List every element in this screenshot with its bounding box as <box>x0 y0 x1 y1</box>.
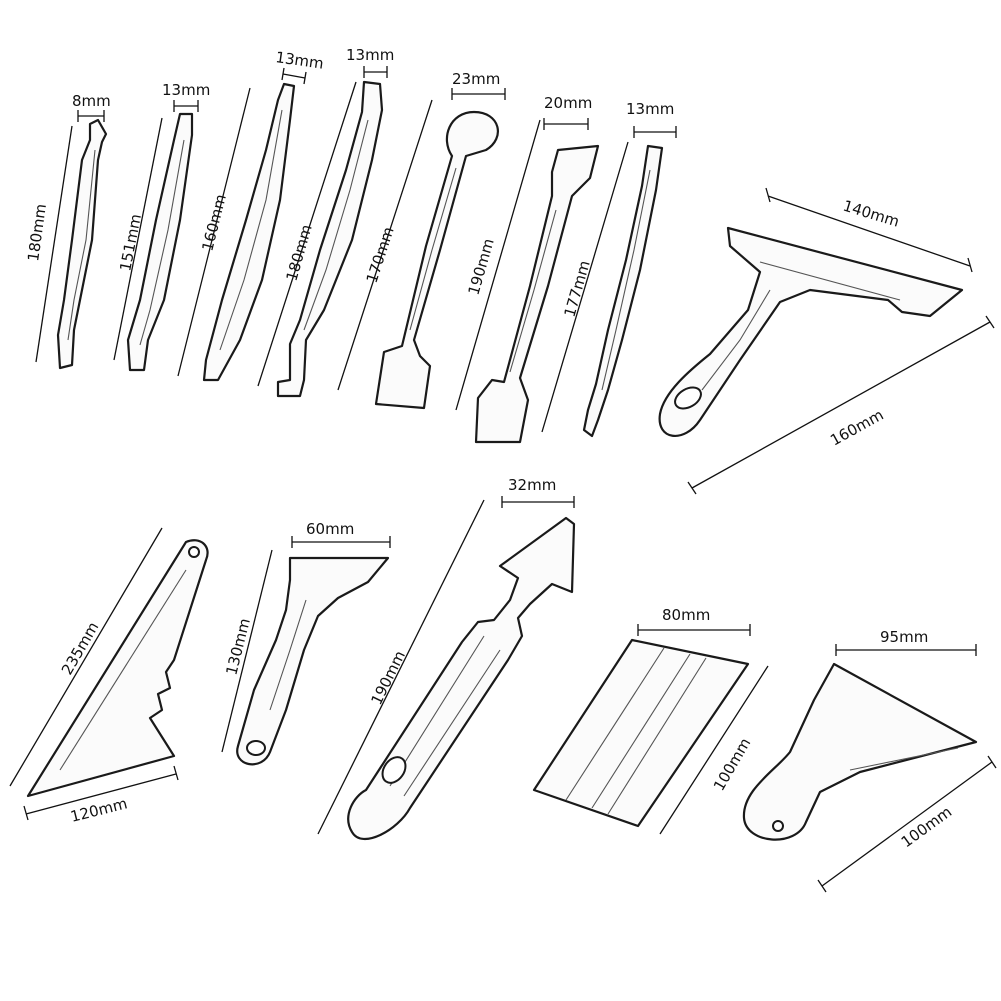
tool-11-width-dimension: 32mm <box>501 476 575 508</box>
tool-2-width-dimension: 13mm <box>162 81 210 112</box>
tool-1-width-label: 8mm <box>72 92 111 110</box>
tool-7-length-label: 177mm <box>561 259 594 320</box>
tool-5-width-label: 23mm <box>452 70 500 88</box>
tool-13-fan-squeegee: 95mm 100mm <box>742 628 997 893</box>
tool-10-width-dimension: 60mm <box>291 520 391 548</box>
tool-4-length-label: 180mm <box>283 223 316 284</box>
tool-9-width-label: 120mm <box>69 794 129 825</box>
tool-10-length-label: 130mm <box>222 616 253 676</box>
tool-5-length-dimension: 170mm <box>337 99 433 391</box>
tool-10-paddle-squeegee: 60mm 130mm <box>221 520 391 766</box>
tool-6-length-dimension: 190mm <box>455 119 541 411</box>
tool-12-width-label: 80mm <box>662 606 710 624</box>
tool-4-width-dimension: 13mm <box>346 46 394 78</box>
tool-13-width-label: 95mm <box>880 628 928 646</box>
tool-1-width-dimension: 8mm <box>72 92 111 122</box>
tool-12-width-dimension: 80mm <box>637 606 751 636</box>
tool-11-length-label: 190mm <box>367 648 409 708</box>
tool-10-hang-hole <box>246 740 266 756</box>
tool-11-width-label: 32mm <box>508 476 556 494</box>
tool-8-length-label: 160mm <box>827 406 886 450</box>
tool-10-width-label: 60mm <box>306 520 354 538</box>
tool-1-pry-stick: 8mm 180mm <box>24 92 111 370</box>
tool-8-width-label: 140mm <box>841 197 902 231</box>
tool-3-length-label: 160mm <box>198 192 229 252</box>
tool-12-length-label: 100mm <box>710 735 755 794</box>
tool-7-width-dimension: 13mm <box>626 100 677 138</box>
tool-5-width-dimension: 23mm <box>451 70 506 100</box>
tool-6-width-dimension: 20mm <box>543 94 592 130</box>
tool-9-triangle-squeegee: 235mm 120mm <box>9 527 209 826</box>
tool-13-hang-hole <box>772 820 784 832</box>
tool-5-length-label: 170mm <box>363 225 398 286</box>
tool-3-width-dimension: 13mm <box>274 48 325 85</box>
tool-11-thumb-hole <box>381 756 407 784</box>
tool-8-t-handle-squeegee: 140mm 160mm <box>658 187 995 495</box>
tool-2-width-label: 13mm <box>162 81 210 99</box>
tool-2-length-label: 151mm <box>116 213 145 273</box>
tool-12-felt-squeegee: 80mm 100mm <box>532 606 769 835</box>
tool-9-hang-hole <box>188 546 200 558</box>
tool-6-width-label: 20mm <box>544 94 592 112</box>
tool-6-length-label: 190mm <box>465 237 498 298</box>
tool-4-width-label: 13mm <box>346 46 394 64</box>
tool-1-length-label: 180mm <box>24 203 50 263</box>
tool-9-length-label: 235mm <box>58 619 103 678</box>
tool-8-hang-hole <box>674 386 702 410</box>
tool-3-width-label: 13mm <box>274 48 324 73</box>
tool-7-width-label: 13mm <box>626 100 674 118</box>
tool-4-hook-pry: 13mm 180mm <box>257 46 394 398</box>
tool-13-width-dimension: 95mm <box>835 628 977 656</box>
tool-2-flat-pry: 13mm 151mm <box>113 81 210 372</box>
tool-11-handle-scraper: 32mm 190mm <box>317 476 576 841</box>
